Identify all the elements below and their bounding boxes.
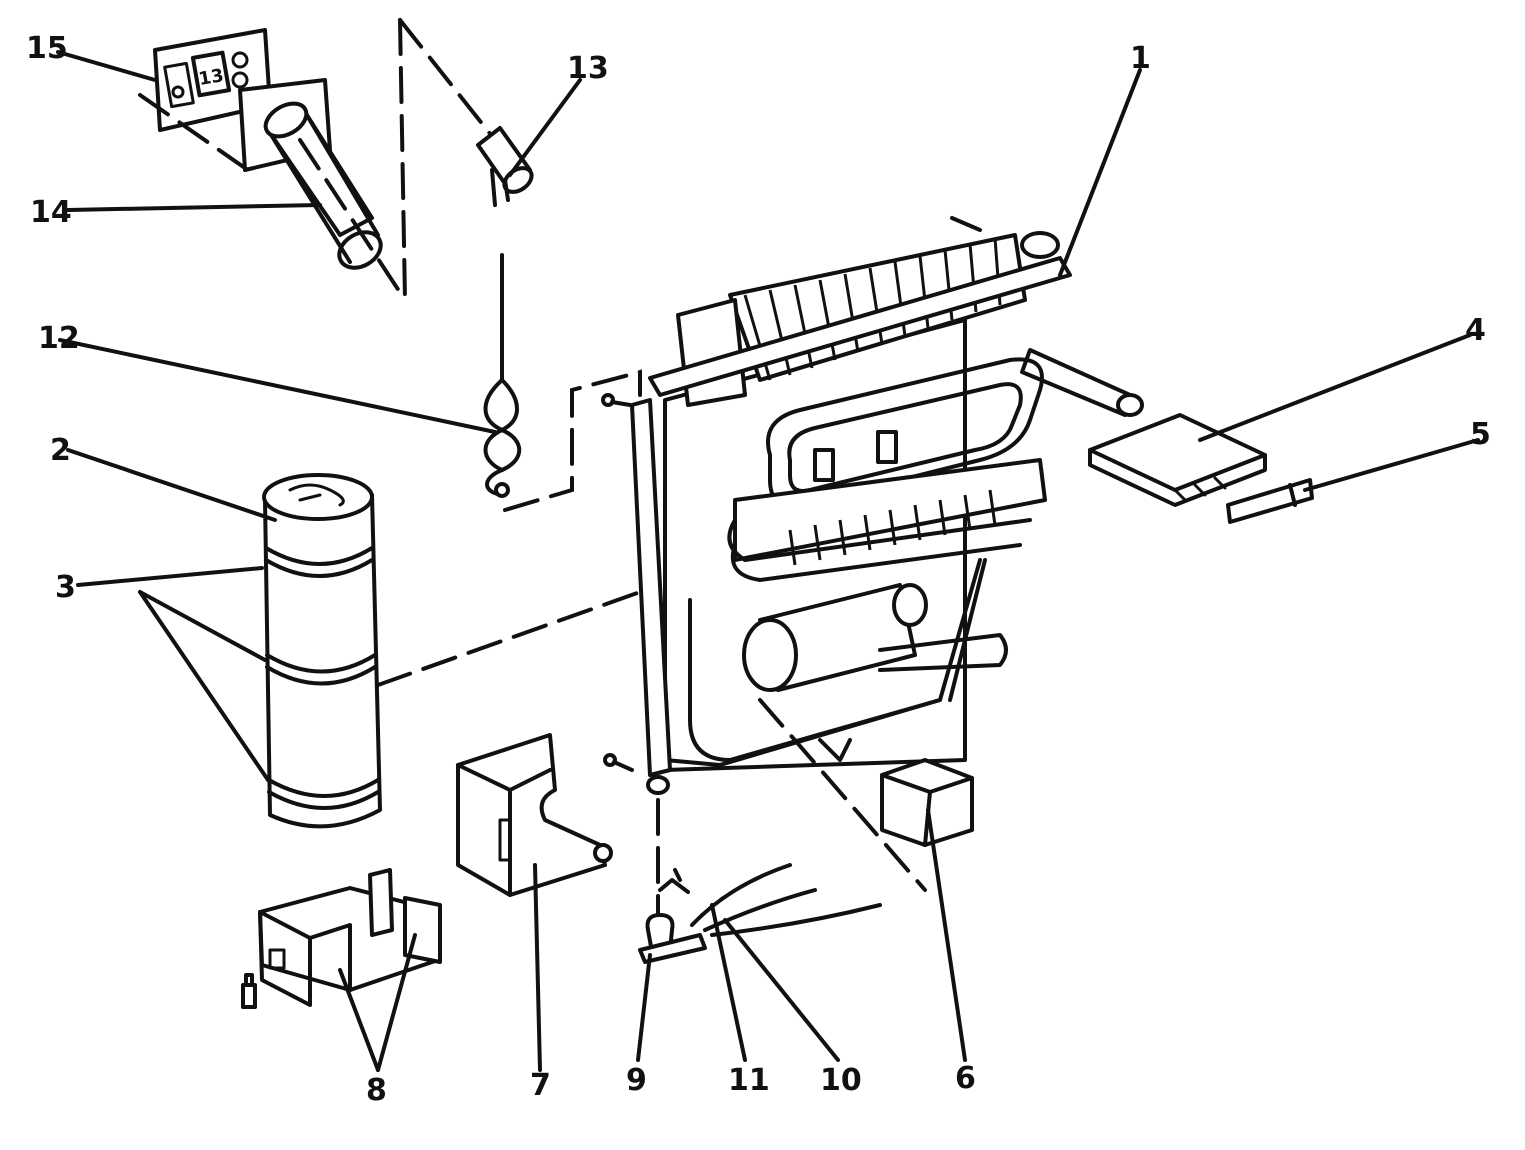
part-7-heat-shield [456,733,613,897]
callout-3: 3 [55,570,76,605]
callout-9: 9 [626,1063,647,1098]
callout-11: 11 [728,1063,770,1098]
part-11-electrode [658,863,792,927]
part-12-thermocouple [483,253,642,512]
leader-lines [56,50,1480,1072]
callout-7: 7 [530,1068,551,1103]
part-3-clamp-bands [264,546,380,810]
svg-text:13: 13 [197,65,225,90]
part-5-bracket [1226,478,1314,524]
part-2-burner-cylinder [262,473,382,829]
callout-10: 10 [820,1063,862,1098]
callout-14: 14 [30,195,72,230]
callout-15: 15 [26,31,68,66]
callout-8: 8 [366,1073,387,1108]
callout-4: 4 [1465,313,1486,348]
part-8-burner-housing [241,868,442,1009]
part-1-cooling-unit [630,231,1144,795]
callout-labels: 15 13 1 14 12 4 2 5 3 6 7 8 9 11 10 [26,31,1491,1108]
callout-2: 2 [50,433,71,468]
part-13-sensor [476,126,534,207]
callout-1: 1 [1130,41,1151,76]
part-9-burner-jet [638,798,707,964]
part-4-cover-plate [1088,413,1267,507]
part-6-box [880,758,974,847]
part-14-flue-tube [238,78,383,270]
callout-6: 6 [955,1061,976,1096]
callout-13: 13 [567,51,609,86]
callout-12: 12 [38,321,80,356]
callout-5: 5 [1470,417,1491,452]
